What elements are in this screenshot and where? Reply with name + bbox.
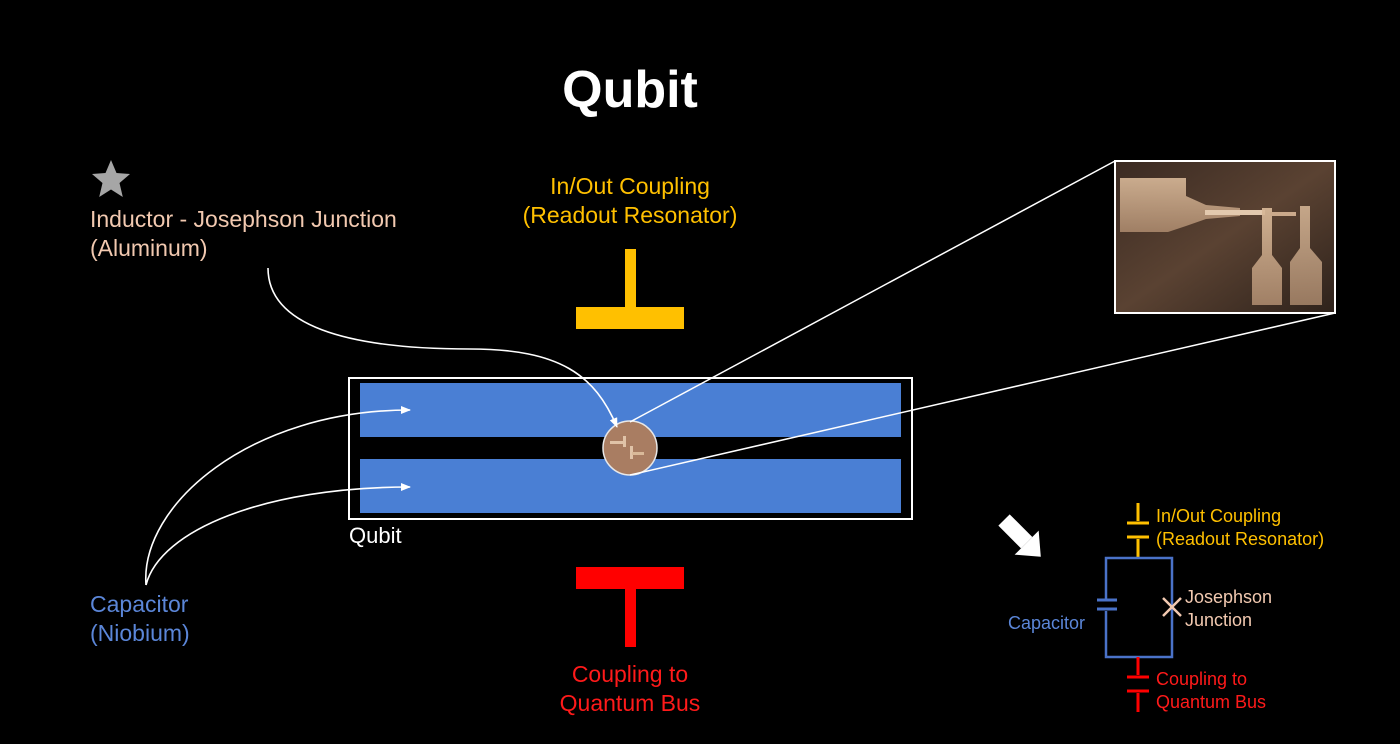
capacitor-label-line1: Capacitor: [90, 591, 189, 617]
schematic-junction-label: Josephson Junction: [1185, 586, 1272, 631]
inductor-label: Inductor - Josephson Junction (Aluminum): [90, 205, 397, 263]
quantum-bus-label: Coupling to Quantum Bus: [505, 660, 755, 718]
zoom-line-bottom: [629, 312, 1336, 476]
down-right-arrow-icon: [998, 514, 1041, 557]
coupling-label-line2: Quantum Bus: [559, 689, 701, 716]
schematic-junction-line1: Josephson: [1185, 587, 1273, 607]
readout-label-line1: In/Out Coupling: [550, 173, 710, 199]
quantum-bus-coupler-shape: [576, 567, 684, 647]
circuit-schematic: [1097, 503, 1182, 712]
readout-resonator-shape: [576, 249, 684, 329]
readout-resonator-label: In/Out Coupling (Readout Resonator): [505, 172, 755, 230]
capacitor-arrow-top: [145, 406, 411, 586]
schematic-capacitor-label: Capacitor: [1008, 613, 1086, 633]
sem-micrograph-inset: [1114, 160, 1336, 314]
page-title: Qubit: [562, 61, 698, 119]
zoom-line-top: [629, 160, 1116, 423]
schematic-readout-label: In/Out Coupling (Readout Resonator): [1156, 505, 1324, 550]
schematic-coupling-label: Coupling to Quantum Bus: [1156, 668, 1266, 713]
readout-label-line2: (Readout Resonator): [522, 201, 738, 228]
schematic-readout-line1: In/Out Coupling: [1156, 506, 1282, 526]
qubit-outline: [348, 377, 913, 520]
schematic-coupling-line1: Coupling to: [1156, 669, 1248, 689]
schematic-junction-line2: Junction: [1185, 609, 1253, 630]
capacitor-label-line2: (Niobium): [90, 619, 190, 646]
schematic-coupling-line2: Quantum Bus: [1156, 691, 1267, 712]
inductor-label-line2: (Aluminum): [90, 234, 208, 261]
schematic-readout-line2: (Readout Resonator): [1156, 528, 1325, 549]
coupling-label-line1: Coupling to: [571, 661, 689, 687]
star-icon: [92, 160, 130, 197]
josephson-junction-highlight: [602, 420, 658, 476]
capacitor-arrow-bottom: [145, 483, 411, 586]
qubit-label: Qubit: [349, 523, 402, 548]
capacitor-label: Capacitor (Niobium): [90, 590, 190, 648]
inductor-label-line1: Inductor - Josephson Junction: [90, 206, 397, 232]
inductor-arrow: [267, 267, 618, 428]
